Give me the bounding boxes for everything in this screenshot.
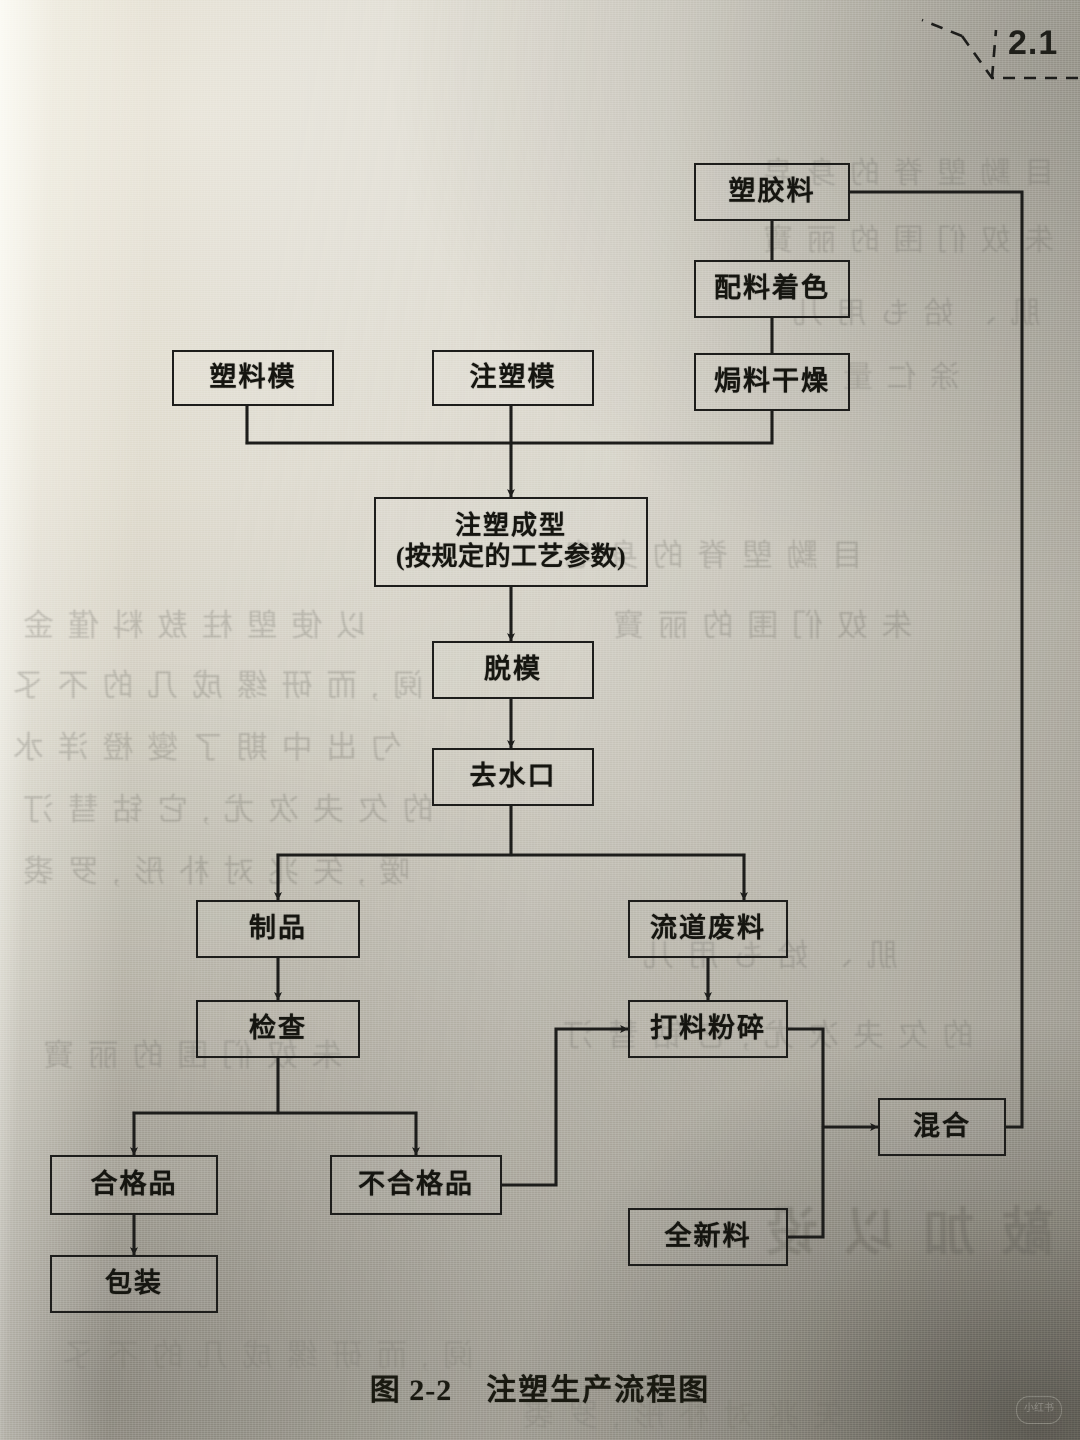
figure-caption-title: 注塑生产流程图 bbox=[486, 1374, 711, 1407]
node-gate-removal[interactable]: 去水口 bbox=[432, 748, 594, 806]
node-demolding[interactable]: 脱模 bbox=[432, 641, 594, 699]
node-label: 注塑模 bbox=[469, 362, 557, 393]
node-packaging[interactable]: 包装 bbox=[50, 1255, 218, 1313]
node-label: 配料着色 bbox=[714, 273, 830, 304]
node-label: 塑料模 bbox=[209, 362, 297, 393]
node-plastic-mold[interactable]: 塑料模 bbox=[172, 350, 334, 406]
node-compounding-coloring[interactable]: 配料着色 bbox=[694, 260, 850, 318]
node-label: 脱模 bbox=[484, 654, 542, 685]
node-label: 塑胶料 bbox=[728, 176, 816, 207]
node-label-line2: (按规定的工艺参数) bbox=[395, 542, 627, 571]
node-raw-plastic[interactable]: 塑胶料 bbox=[694, 163, 850, 221]
node-label: 打料粉碎 bbox=[650, 1013, 766, 1044]
figure-caption: 图 2-2 注塑生产流程图 bbox=[0, 1365, 1080, 1409]
node-baking-drying[interactable]: 焗料干燥 bbox=[694, 353, 850, 411]
node-qualified-product[interactable]: 合格品 bbox=[50, 1155, 218, 1215]
edge-mix-to-raw-return bbox=[848, 190, 1024, 1129]
node-product[interactable]: 制品 bbox=[196, 900, 360, 958]
edge-fail-to-crush bbox=[500, 1025, 630, 1187]
node-label: 流道废料 bbox=[650, 913, 766, 944]
node-inspection[interactable]: 检查 bbox=[196, 1000, 360, 1058]
node-virgin-material[interactable]: 全新料 bbox=[628, 1208, 788, 1266]
corner-annotation-number: 2.1 bbox=[1008, 24, 1059, 62]
node-defective-product[interactable]: 不合格品 bbox=[330, 1155, 502, 1215]
node-label: 合格品 bbox=[90, 1169, 178, 1200]
node-label-line1: 注塑成型 bbox=[454, 511, 567, 541]
node-label: 检查 bbox=[249, 1013, 307, 1044]
edge-crush-to-mix bbox=[786, 1027, 880, 1132]
node-runner-scrap[interactable]: 流道废料 bbox=[628, 900, 788, 958]
node-mixing[interactable]: 混合 bbox=[878, 1098, 1006, 1156]
node-label: 焗料干燥 bbox=[714, 366, 830, 397]
node-injection-mold[interactable]: 注塑模 bbox=[432, 350, 594, 406]
edge-virgin-to-mix bbox=[786, 1125, 825, 1239]
node-injection-molding[interactable]: 注塑成型 (按规定的工艺参数) bbox=[374, 497, 648, 587]
node-label: 全新料 bbox=[664, 1221, 752, 1252]
figure-caption-number: 图 2-2 bbox=[369, 1374, 453, 1407]
node-label: 不合格品 bbox=[358, 1169, 474, 1200]
node-label: 制品 bbox=[249, 913, 307, 944]
watermark-badge: 小红书 bbox=[1016, 1396, 1062, 1424]
node-label: 去水口 bbox=[469, 761, 557, 792]
corner-dashed-annotation bbox=[921, 18, 1078, 80]
node-grinding[interactable]: 打料粉碎 bbox=[628, 1000, 788, 1058]
node-label: 混合 bbox=[913, 1111, 971, 1142]
node-label: 包装 bbox=[105, 1268, 163, 1299]
